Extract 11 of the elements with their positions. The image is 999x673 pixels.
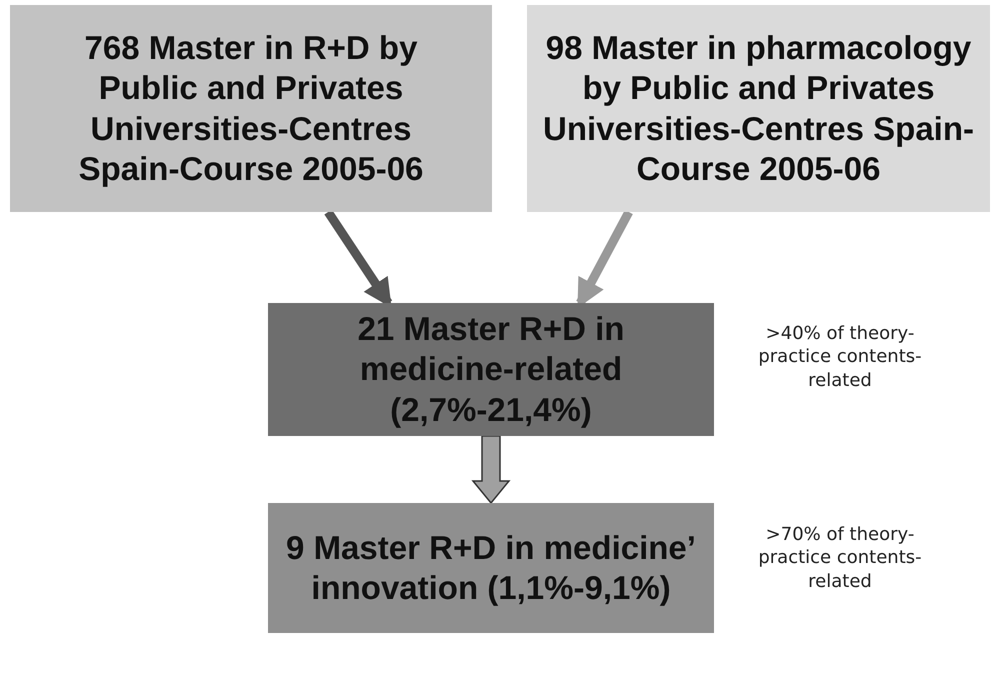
process-box [268, 503, 714, 633]
box-text: 98 Master in pharmacology by Public and Privates Universities-Centres Spain-Course 2005-06 [542, 28, 975, 189]
process-box [268, 303, 714, 436]
box-text: 768 Master in R+D by Public and Privates Universities-Centres Spain-Course 2005-06 [78, 28, 424, 189]
box-text: 21 Master R+D in medicine-related (2,7%-21,4%) [356, 309, 626, 430]
side-note: >40% of theory-practice contents-related [757, 322, 923, 392]
block-arrow [471, 435, 511, 504]
box-text: 9 Master R+D in medicine’ innovation (1,1%-9,1%) [285, 528, 697, 608]
process-box [527, 5, 990, 212]
side-note: >70% of theory-practice contents-related [757, 523, 923, 594]
process-box [10, 5, 492, 212]
